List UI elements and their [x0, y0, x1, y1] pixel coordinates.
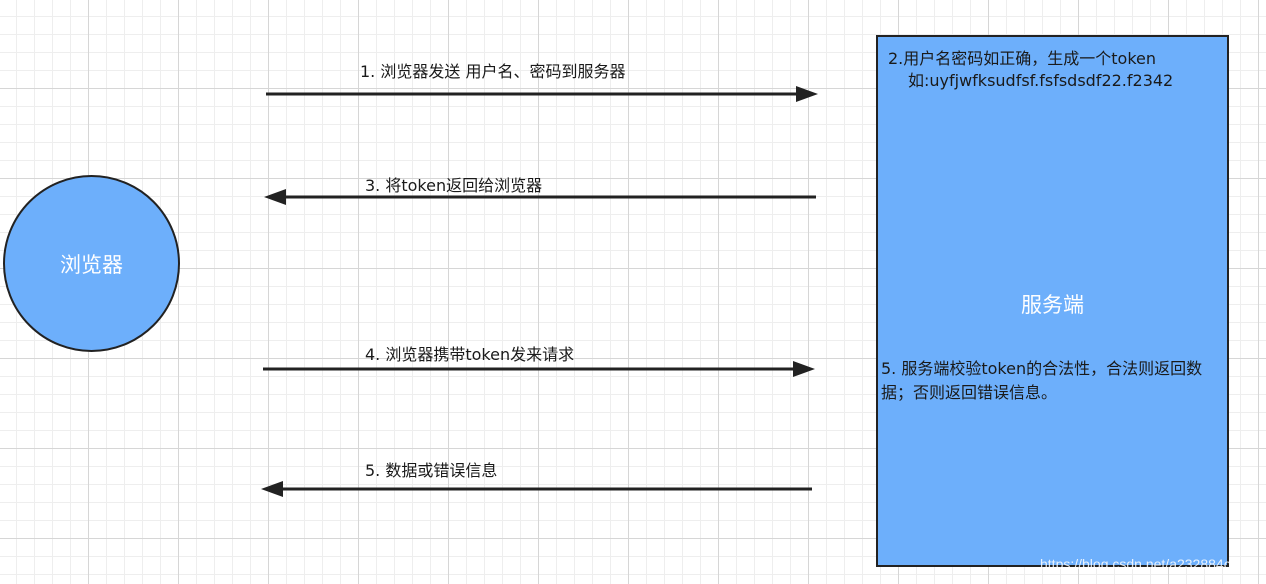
arrow-3-to-browser [264, 189, 816, 205]
arrow-1-to-server [266, 86, 818, 102]
server-note-generate-token: 2.用户名密码如正确，生成一个token 如:uyfjwfksudfsf.fsf… [888, 48, 1218, 92]
message-label-3: 3. 将token返回给浏览器 [365, 176, 543, 195]
arrow-4-to-server [263, 361, 815, 377]
arrow-5-to-browser [261, 481, 812, 497]
server-label: 服务端 [1021, 293, 1084, 317]
message-label-4: 4. 浏览器携带token发来请求 [365, 345, 575, 364]
server-note-generate-line1: 2.用户名密码如正确，生成一个token [888, 49, 1157, 68]
browser-node: 浏览器 [3, 175, 180, 352]
browser-label: 浏览器 [60, 252, 123, 277]
server-node: 2.用户名密码如正确，生成一个token 如:uyfjwfksudfsf.fsf… [876, 35, 1229, 567]
message-label-1: 1. 浏览器发送 用户名、密码到服务器 [360, 62, 626, 81]
message-label-5: 5. 数据或错误信息 [365, 461, 498, 480]
watermark-url: https://blog.csdn.net/a232884c [1040, 556, 1231, 572]
server-note-validate-token: 5. 服务端校验token的合法性，合法则返回数据；否则返回错误信息。 [881, 359, 1203, 402]
server-note-generate-line2: 如:uyfjwfksudfsf.fsfsdsdf22.f2342 [908, 71, 1174, 90]
